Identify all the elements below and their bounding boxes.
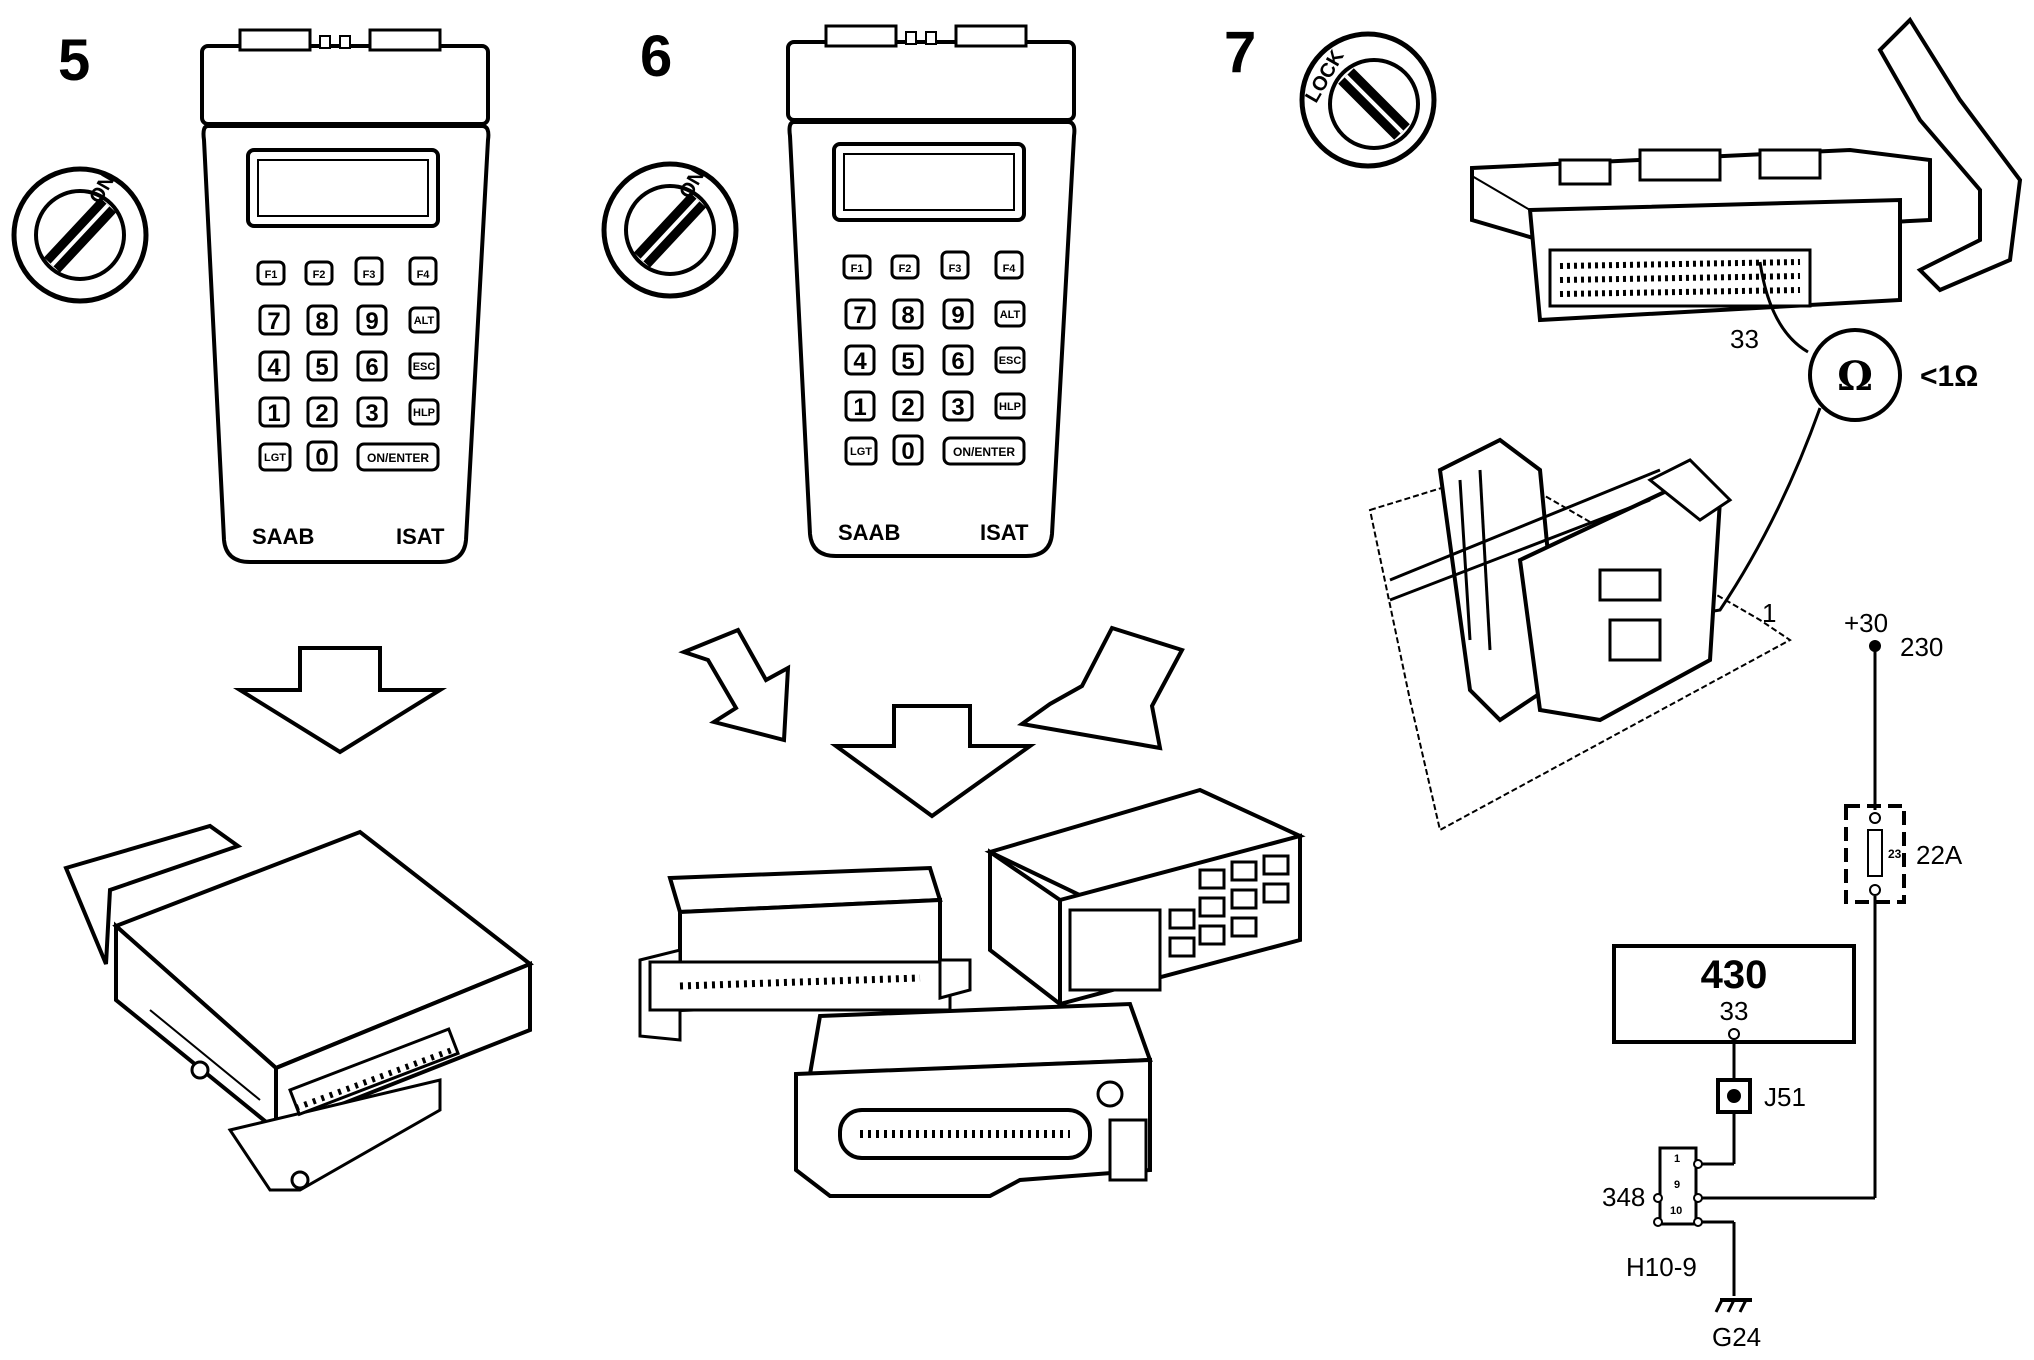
ignition-switch-lock-icon: LOCK [1299,31,1437,169]
key-f4: F4 [417,269,431,281]
module-number: 430 [1701,953,1768,997]
key-9: 9 [365,308,378,335]
key-lgt-6: LGT [850,446,872,458]
module-box [1612,944,1856,1044]
key-alt-6: ALT [1000,309,1021,321]
ohmmeter-icon [1808,328,1902,422]
connector-pin-9: 9 [1674,1179,1680,1191]
key-f4-6: F4 [1003,263,1017,275]
control-module-b [984,787,1306,1009]
arrow-down-left-icon [1016,625,1185,751]
control-module-a [638,865,972,1042]
harness-pin-label: 1 [1762,598,1776,628]
key-8: 8 [315,308,328,335]
key-alt: ALT [414,315,435,327]
key-hlp-6: HLP [999,401,1021,413]
splice-box [1716,1078,1752,1114]
key-f1-6: F1 [851,263,864,275]
key-4-6: 4 [853,348,867,375]
ignition-switch-on-icon: ON [11,166,149,304]
key-7: 7 [267,308,280,335]
key-0-6: 0 [901,438,914,465]
key-f2-6: F2 [899,263,912,275]
key-8-6: 8 [901,302,914,329]
key-esc: ESC [413,361,436,373]
supply-ref-label: 230 [1900,632,1943,662]
fuse-number: 23 [1888,847,1902,861]
control-module-step-5 [63,823,534,1192]
key-1: 1 [267,400,280,427]
arrow-down-icon-6 [829,704,1037,819]
fuse-box-label: 22A [1916,840,1963,870]
key-lgt: LGT [264,452,286,464]
arrow-down-right-icon [678,627,791,743]
ecu-connector [1470,16,2023,323]
step-6-number: 6 [640,24,672,89]
key-3-6: 3 [951,394,964,421]
key-f1: F1 [265,269,278,281]
key-2-6: 2 [901,394,914,421]
isat-tester-5: F1 F2 F3 F4 7 8 9 ALT 4 5 6 ESC [200,28,491,564]
key-esc-6: ESC [999,355,1022,367]
keypad-6: 7 8 9 ALT 4 5 6 ESC 1 2 3 HLP LGT [844,298,1026,466]
ohmmeter-symbol: Ω [1837,353,1873,400]
ground-label: G24 [1712,1322,1761,1352]
key-6-6: 6 [951,348,964,375]
tester-model: ISAT [396,524,445,549]
key-f3-6: F3 [949,263,962,275]
fuse-icon [1867,829,1883,877]
resistance-value: <1Ω [1920,360,1978,393]
supply-label: +30 [1844,608,1888,638]
connector-pin-1: 1 [1674,1153,1680,1165]
connector-pin-10: 10 [1670,1205,1682,1217]
key-0: 0 [315,444,328,471]
ecu-pin-label: 33 [1730,324,1759,354]
tester-brand-6: SAAB [838,520,900,545]
fuse-box [1844,804,1906,904]
splice-label: J51 [1764,1082,1806,1112]
key-f2: F2 [313,269,326,281]
connector-block [1658,1146,1698,1226]
module-pin-label: 33 [1720,996,1749,1026]
function-key-row: F1 F2 F3 F4 [256,256,438,286]
key-on-enter: ON/ENTER [367,451,429,465]
probe-wire-bottom [1659,407,1822,622]
probe-wire-top [1758,261,1809,354]
key-9-6: 9 [951,302,964,329]
key-hlp: HLP [413,407,435,419]
arrow-down-icon [232,646,448,755]
keypad: 7 8 9 ALT 4 5 6 ESC 1 2 3 HLP LGT [258,304,440,472]
connector-label: 348 [1602,1182,1645,1212]
key-f3: F3 [363,269,376,281]
ignition-switch-on-icon-6: ON [601,161,739,299]
key-5: 5 [315,354,328,381]
key-6: 6 [365,354,378,381]
isat-tester-6: F1 F2 F3 F4 7 8 9 ALT 4 5 6 ESC [786,24,1077,558]
step-5-number: 5 [58,28,90,93]
tester-model-6: ISAT [980,520,1029,545]
tester-brand: SAAB [252,524,314,549]
key-2: 2 [315,400,328,427]
ground-icon [1714,1298,1752,1313]
step-7-number: 7 [1224,20,1256,85]
control-module-c [794,1001,1153,1198]
key-3: 3 [365,400,378,427]
key-4: 4 [267,354,281,381]
key-5-6: 5 [901,348,914,375]
harness-connector [1368,437,1792,832]
connector-ref-label: H10-9 [1626,1252,1697,1282]
key-1-6: 1 [853,394,866,421]
key-7-6: 7 [853,302,866,329]
function-key-row-6: F1 F2 F3 F4 [842,250,1024,280]
key-on-enter-6: ON/ENTER [953,445,1015,459]
